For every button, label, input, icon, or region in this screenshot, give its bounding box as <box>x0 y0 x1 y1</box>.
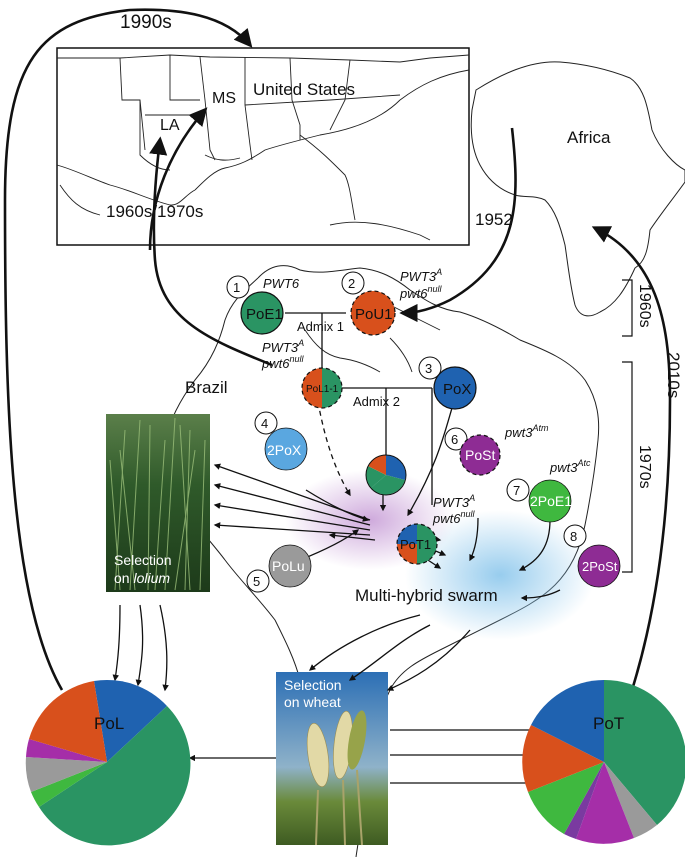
admix1-gene-b: pwt6null <box>261 354 304 371</box>
node-poe1-gene: PWT6 <box>263 276 300 291</box>
node-post-label: PoSt <box>465 447 495 463</box>
admix2-label: Admix 2 <box>353 394 400 409</box>
node-pol1-1-label: PoL1-1 <box>306 384 339 395</box>
node-polu-label: PoLu <box>272 558 305 574</box>
label-1960s-1970s: 1960s/1970s <box>106 202 203 221</box>
node-pox <box>433 366 477 410</box>
node-pot1-label: PoT1 <box>400 537 431 552</box>
label-la: LA <box>160 117 180 134</box>
admix1-label: Admix 1 <box>297 319 344 334</box>
node-2poe1 <box>528 479 572 523</box>
arrow-to-ms <box>148 107 208 251</box>
bracket-1960s <box>622 279 633 337</box>
node-pou1-gene-b: pwt6null <box>399 284 442 301</box>
node-2poe1-gene: pwt3Atc <box>549 458 591 475</box>
africa-outline <box>470 61 685 317</box>
node-polu <box>268 544 312 588</box>
node-admix2 <box>365 454 407 496</box>
pot1-gene-a: PWT3A <box>433 493 475 510</box>
node-2pox <box>264 427 308 471</box>
lolium-photo <box>106 414 210 592</box>
node-pou1 <box>350 290 396 336</box>
wheat-caption-1: Selection <box>284 677 342 693</box>
node-3-number: 3 <box>425 361 432 376</box>
arrow-1952 <box>399 127 517 323</box>
admix-lines <box>285 312 433 505</box>
label-africa: Africa <box>567 128 611 147</box>
flow-arrows <box>112 397 561 787</box>
node-2pox-label: 2PoX <box>267 442 302 458</box>
node-4-number: 4 <box>261 416 268 431</box>
pie-pol <box>25 679 191 846</box>
node-pou1-gene-a: PWT3A <box>400 267 442 284</box>
node-6-number: 6 <box>451 432 458 447</box>
us-map <box>56 54 470 221</box>
node-pol1-1 <box>301 367 343 409</box>
arrow-to-la <box>149 136 273 367</box>
lolium-caption-1: Selection <box>114 552 172 568</box>
node-pou1-label: PoU1 <box>355 306 393 323</box>
label-ms: MS <box>212 90 236 107</box>
wheat-photo <box>276 672 388 846</box>
label-1952: 1952 <box>475 210 513 229</box>
node-2post <box>577 544 621 588</box>
node-1-number: 1 <box>233 280 240 295</box>
node-7-number: 7 <box>513 483 520 498</box>
swarm-label: Multi-hybrid swarm <box>355 586 498 605</box>
label-2010s: 2010s <box>664 352 683 398</box>
admix1-gene-a: PWT3A <box>262 338 304 355</box>
label-bracket-1960s: 1960s <box>636 284 653 328</box>
label-us: United States <box>253 80 355 99</box>
label-1990s: 1990s <box>120 12 172 33</box>
cuba <box>329 221 431 241</box>
node-post <box>459 434 501 476</box>
node-2post-label: 2PoSt <box>582 559 618 574</box>
node-5-number: 5 <box>253 574 260 589</box>
node-post-gene: pwt3Atm <box>504 423 549 440</box>
pie-pot <box>522 679 685 844</box>
node-8-number: 8 <box>570 529 577 544</box>
node-poe1 <box>240 291 284 335</box>
pie-pot-label: PoT <box>593 714 624 733</box>
node-2poe1-label: 2PoE1 <box>530 493 572 509</box>
node-poe1-label: PoE1 <box>246 306 283 323</box>
blue-glow <box>405 510 595 640</box>
arrow-2010s <box>591 226 672 691</box>
dashed-arrow <box>317 401 351 497</box>
label-brazil: Brazil <box>185 378 228 397</box>
node-pox-label: PoX <box>443 381 471 398</box>
lolium-caption-2: on lolium <box>114 570 170 586</box>
pie-pol-label: PoL <box>94 714 124 733</box>
bracket-1970s <box>622 361 633 573</box>
arrow-1990s <box>3 8 253 691</box>
node-pot1 <box>396 523 438 565</box>
wheat-caption-2: on wheat <box>284 694 341 710</box>
label-bracket-1970s: 1970s <box>636 445 653 489</box>
node-2-number: 2 <box>348 276 355 291</box>
us-map-frame <box>56 47 470 246</box>
pot1-gene-b: pwt6null <box>432 509 475 526</box>
